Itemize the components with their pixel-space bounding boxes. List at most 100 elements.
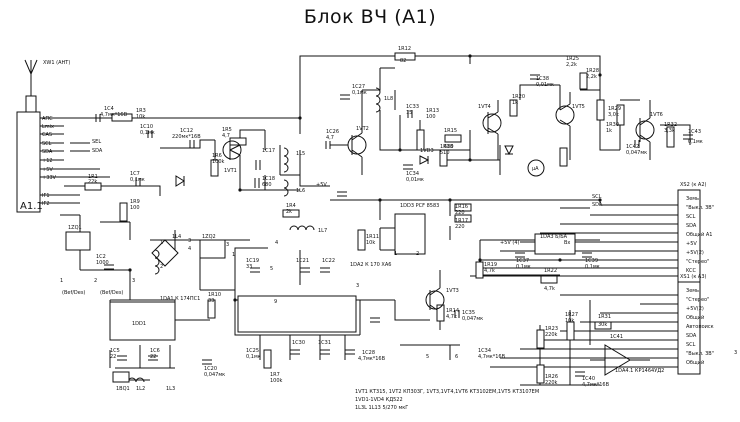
connector-pin-label: "Выкл. ЗВ" [686, 205, 714, 211]
tuner-label: А1.1 [20, 201, 43, 212]
component-label: 4,7k [544, 286, 555, 292]
component-label: 220k [545, 380, 558, 386]
component-label: 82 [400, 58, 406, 64]
component-label: 1L4 [172, 234, 181, 240]
component-label: 0,1мк [246, 354, 261, 360]
component-label: 6 [455, 354, 458, 360]
component-label: SDA [92, 148, 103, 154]
component-label: 1VD3 [420, 148, 434, 154]
footnote-diodes: 1VD1-1VD4 КД522 [355, 397, 403, 403]
component-label: 1C4 [104, 106, 114, 112]
component-label: 1C37 [516, 258, 529, 264]
tuner-pin-label: IF1 [42, 193, 50, 199]
connector-pin-label: "Стерео" [686, 297, 709, 303]
component-label: 22k [88, 179, 97, 185]
component-label: 0,1мк [688, 139, 703, 145]
components [16, 52, 701, 384]
tuner-pin-label: SDA [42, 149, 53, 155]
component-label: 22 [110, 354, 116, 360]
component-label: 15 [406, 110, 412, 116]
component-label: 1C7 [130, 171, 140, 177]
tuner-pin-label: +33V [42, 175, 57, 181]
component-label: 1 [394, 251, 397, 257]
component-label: 1R3 [136, 108, 146, 114]
component-label: 1C10 [140, 124, 153, 130]
component-label: 1C28 [362, 350, 375, 356]
component-label: 1R16 [455, 204, 468, 210]
component-label: 1C30 [292, 340, 305, 346]
component-label: 1R6 [212, 153, 222, 159]
antenna-label: XW1 (АНТ) [43, 60, 70, 66]
component-label: 33 [208, 298, 214, 304]
component-label: 1C41 [610, 334, 623, 340]
component-label: 1 [160, 240, 163, 246]
component-label: 3 [226, 242, 229, 248]
component-label: 0,1мк [352, 90, 367, 96]
component-label: 3 [188, 238, 191, 244]
component-label: 1C26 [326, 129, 339, 135]
component-label: 1L2 [136, 386, 145, 392]
tuner-pin-label: +5V [42, 167, 53, 173]
component-label: 2,2k [566, 62, 577, 68]
footnotes: 1VT1 КТ315, 1VT2 КП303Г, 1VT3,1VT4,1VT6 … [355, 389, 539, 411]
component-label: 2 [94, 278, 97, 284]
component-label: 1C40 [582, 376, 595, 382]
component-label: 1k [606, 128, 612, 134]
connector-pin-label: Общий А1 [686, 231, 712, 238]
component-label: 220мк*16В [172, 134, 201, 140]
component-label: 1BQ1 [116, 386, 130, 392]
connector-pin-label: Земь [686, 288, 699, 294]
component-label: 1DA1 К 174ПС1 [160, 296, 200, 302]
component-label: 5 [270, 266, 273, 272]
connector-pin-label: +5V(2) [686, 306, 704, 312]
tuner-pin-label: CAS [42, 132, 52, 138]
connector-pin-label: "Стерео" [686, 259, 709, 265]
component-label: 1R5 [222, 127, 232, 133]
component-label: 1C22 [322, 258, 335, 264]
component-label: 1R11 [366, 234, 379, 240]
component-label: 4,7мк*16В [582, 382, 610, 388]
component-label: 0,1мк [140, 130, 155, 136]
component-label: 1C35 [462, 310, 475, 316]
component-label: 4,7мк*16В [358, 356, 386, 362]
component-label: 1DD3 PCF 8583 [400, 203, 439, 209]
component-label: 0,1мк [130, 177, 145, 183]
component-label: 2k [286, 209, 292, 215]
component-label: 1R18 [440, 144, 453, 150]
connector-title: XS2 (к А2) [680, 182, 707, 188]
component-label: 1C43 [688, 129, 701, 135]
component-label: 1VT6 [650, 112, 663, 118]
component-label: 1R13 [426, 108, 439, 114]
component-label: Вх [564, 240, 570, 246]
component-label: +5V (4) [500, 240, 520, 246]
connector-title: XS1 (к А3) [680, 274, 707, 280]
component-label: 1k [512, 100, 518, 106]
component-label: 1R14 [446, 308, 459, 314]
component-label: 100k [212, 159, 225, 165]
component-label: 1C17 [262, 148, 275, 154]
component-label: 0,1мк [516, 264, 531, 270]
connector-pin-label: +5V [686, 241, 697, 247]
connector-pin-label: Общий [686, 314, 704, 321]
component-label: 1VT5 [572, 104, 585, 110]
component-label: 100k [270, 378, 283, 384]
component-label: (Bef/Des) [62, 290, 85, 296]
component-label: 4,7 [326, 135, 334, 141]
connector-pin-label: +5V(2) [686, 250, 704, 256]
footnote-transistors: 1VT1 КТ315, 1VT2 КП303Г, 1VT3,1VT4,1VT6 … [355, 389, 539, 395]
component-labels: 1C44,7мк*16В1R310k1R122k1C70,1мк1C100,1м… [60, 46, 737, 392]
component-label: 10k [565, 318, 574, 324]
component-label: 1R12 [398, 46, 411, 52]
component-label: (Bef/Des) [100, 290, 123, 296]
component-label: 9 [274, 299, 277, 305]
component-label: 33 [246, 264, 252, 270]
component-label: 1R31 [598, 314, 611, 320]
component-label: 5 [426, 354, 429, 360]
connector-pin-label: SCL [686, 214, 696, 220]
component-label: 1C5 [110, 348, 120, 354]
component-label: 1C39 [585, 258, 598, 264]
component-label: 1R10 [208, 292, 221, 298]
component-label: 1C31 [318, 340, 331, 346]
component-label: 1L5 [296, 151, 305, 157]
